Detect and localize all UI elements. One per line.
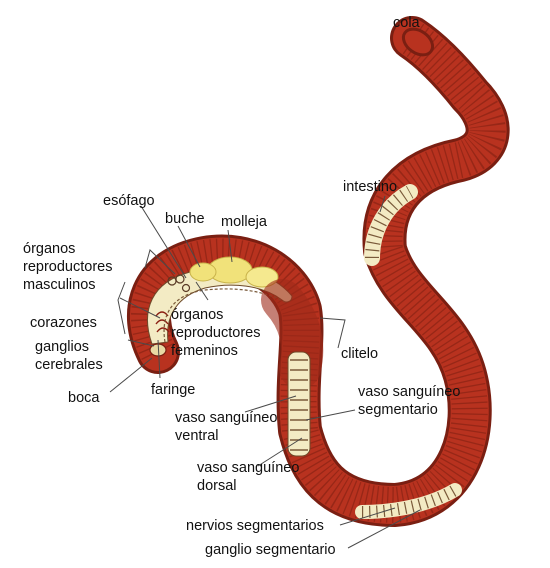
- label-org-masc-2: reproductores: [23, 258, 112, 276]
- label-boca: boca: [68, 389, 99, 407]
- label-ganglios: ganglios cerebrales: [35, 338, 103, 374]
- label-org-masc-3: masculinos: [23, 276, 112, 294]
- label-vaso-segmentario: vaso sanguíneo segmentario: [358, 383, 460, 419]
- label-ganglios-2: cerebrales: [35, 356, 103, 374]
- leader-corazones-bracket: [118, 282, 125, 334]
- leader-boca: [110, 358, 152, 392]
- label-org-fem: órganos reproductores femeninos: [171, 306, 260, 360]
- label-vaso-segmentario-2: segmentario: [358, 401, 460, 419]
- leader-clitelo: [320, 318, 345, 348]
- label-ganglio-seg: ganglio segmentario: [205, 541, 336, 559]
- label-vaso-ventral: vaso sanguíneo ventral: [175, 409, 277, 445]
- label-clitelo: clitelo: [341, 345, 378, 363]
- label-org-masc: órganos reproductores masculinos: [23, 240, 112, 294]
- label-vaso-dorsal-2: dorsal: [197, 477, 299, 495]
- label-faringe: faringe: [151, 381, 195, 399]
- label-esofago: esófago: [103, 192, 155, 210]
- label-buche: buche: [165, 210, 205, 228]
- label-ganglios-1: ganglios: [35, 338, 103, 356]
- label-vaso-ventral-2: ventral: [175, 427, 277, 445]
- label-vaso-dorsal: vaso sanguíneo dorsal: [197, 459, 299, 495]
- label-corazones: corazones: [30, 314, 97, 332]
- label-molleja: molleja: [221, 213, 267, 231]
- label-vaso-dorsal-1: vaso sanguíneo: [197, 459, 299, 477]
- label-nervios: nervios segmentarios: [186, 517, 324, 535]
- label-org-fem-2: reproductores: [171, 324, 260, 342]
- label-vaso-segmentario-1: vaso sanguíneo: [358, 383, 460, 401]
- crop: [190, 263, 216, 281]
- label-vaso-ventral-1: vaso sanguíneo: [175, 409, 277, 427]
- label-org-masc-1: órganos: [23, 240, 112, 258]
- label-intestino: intestino: [343, 178, 397, 196]
- label-cola: cola: [393, 14, 420, 32]
- label-org-fem-3: femeninos: [171, 342, 260, 360]
- label-org-fem-1: órganos: [171, 306, 260, 324]
